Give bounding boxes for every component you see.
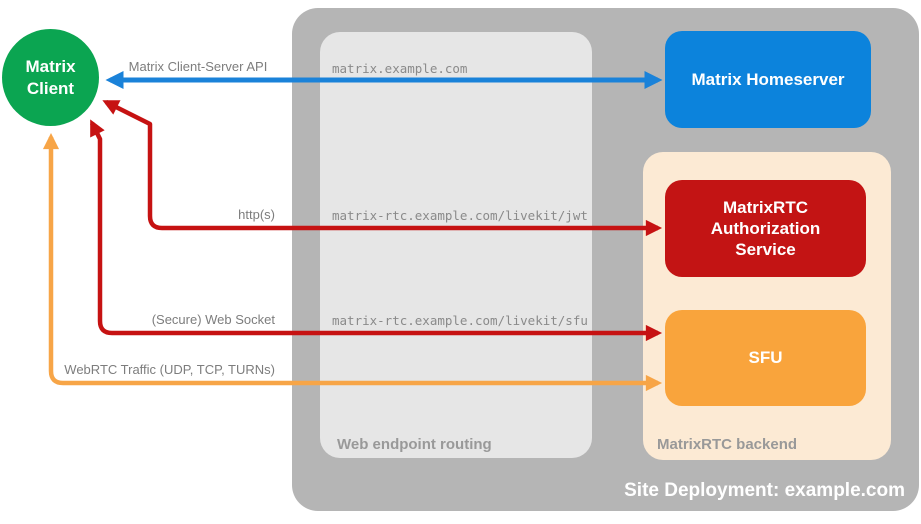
matrixrtc-authorization-service-label: MatrixRTC Authorization Service (710, 197, 821, 260)
matrix-homeserver-node: Matrix Homeserver (665, 31, 871, 128)
sfu-label: SFU (748, 348, 783, 368)
site-deployment-caption: Site Deployment: example.com (624, 480, 905, 501)
livekit-sfu-endpoint-label: matrix-rtc.example.com/livekit/sfu (332, 313, 588, 328)
matrix-client-label: Matrix Client (25, 57, 76, 98)
matrix-homeserver-label: Matrix Homeserver (691, 69, 845, 89)
websocket-arrow-label: (Secure) Web Socket (151, 312, 275, 327)
https-arrow-label: http(s) (238, 207, 275, 222)
livekit-jwt-endpoint-label: matrix-rtc.example.com/livekit/jwt (332, 208, 588, 223)
client-server-api-arrow-label: Matrix Client-Server API (128, 59, 268, 74)
web-endpoint-routing-caption: Web endpoint routing (337, 436, 492, 453)
matrix-client-node: Matrix Client (2, 29, 99, 126)
matrixrtc-authorization-service-node: MatrixRTC Authorization Service (665, 180, 866, 277)
matrix-endpoint-label: matrix.example.com (332, 61, 468, 76)
web-endpoint-routing-box (320, 32, 592, 458)
sfu-node: SFU (665, 310, 866, 406)
matrixrtc-backend-caption: MatrixRTC backend (657, 436, 798, 453)
webrtc-traffic-arrow-label: WebRTC Traffic (UDP, TCP, TURNs) (64, 362, 275, 377)
